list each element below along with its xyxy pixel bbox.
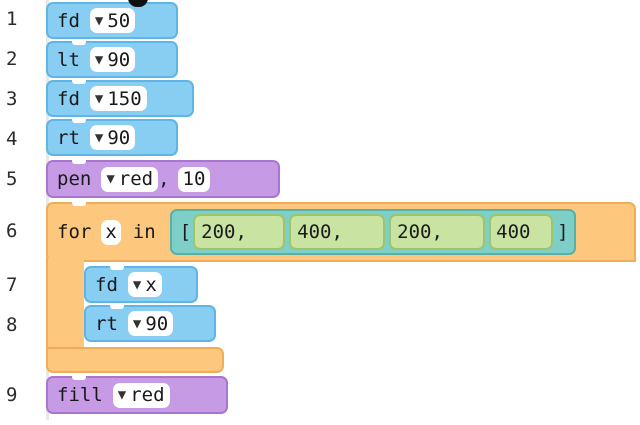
list-item[interactable]: 400, — [289, 214, 386, 250]
command-keyword: fill — [57, 384, 103, 406]
block-notch — [110, 305, 124, 309]
command-keyword: fd — [57, 87, 80, 110]
value-dropdown[interactable]: ▼ 150 — [89, 86, 147, 111]
block-notch — [110, 266, 124, 270]
line-number: 5 — [6, 168, 18, 190]
in-keyword: in — [132, 221, 156, 243]
command-keyword: rt — [57, 126, 80, 149]
value-text[interactable]: 90 — [107, 48, 131, 71]
fill-block[interactable]: fill ▼ red — [46, 376, 228, 414]
block-notch — [72, 80, 86, 84]
list-literal[interactable]: [ 200, 400, 200, 400 ] — [169, 209, 576, 255]
dropdown-arrow-icon[interactable]: ▼ — [132, 315, 142, 332]
dropdown-arrow-icon[interactable]: ▼ — [132, 276, 142, 293]
dropdown-arrow-icon[interactable]: ▼ — [94, 90, 104, 107]
block-notch — [72, 202, 86, 206]
list-close-bracket: ] — [557, 221, 569, 243]
command-keyword: fd — [57, 9, 80, 32]
value-dropdown[interactable]: ▼ 90 — [89, 125, 136, 150]
list-open-bracket: [ — [179, 221, 192, 243]
value-text[interactable]: 90 — [145, 312, 169, 335]
separator: , — [158, 168, 170, 190]
line-number: 4 — [6, 128, 18, 150]
value-text[interactable]: 150 — [107, 87, 142, 110]
line-number: 7 — [6, 274, 18, 296]
block-notch — [72, 376, 86, 380]
loop-variable[interactable]: x — [101, 219, 121, 245]
list-item[interactable]: 400 — [489, 214, 554, 250]
rt-block[interactable]: rt ▼ 90 — [84, 305, 216, 342]
dropdown-arrow-icon[interactable]: ▼ — [94, 51, 104, 68]
for-block-footer — [46, 347, 224, 373]
pen-block[interactable]: pen ▼ red , 10 — [46, 160, 280, 198]
line-number: 1 — [6, 8, 18, 30]
dropdown-arrow-icon[interactable]: ▼ — [106, 171, 115, 187]
line-number: 3 — [6, 88, 18, 110]
line-number: 6 — [6, 220, 18, 242]
fd-block[interactable]: fd ▼ x — [84, 266, 198, 303]
for-block-arm — [46, 258, 84, 354]
line-number: 2 — [6, 48, 18, 70]
value-text[interactable]: 90 — [107, 126, 131, 149]
value-dropdown[interactable]: ▼ 90 — [89, 47, 136, 72]
value-text[interactable]: 50 — [107, 9, 131, 32]
line-number: 9 — [6, 384, 18, 406]
block-notch — [72, 160, 86, 164]
color-dropdown[interactable]: ▼ red — [112, 382, 170, 408]
line-number: 8 — [6, 314, 18, 336]
value-text[interactable]: x — [145, 273, 157, 296]
command-keyword: fd — [95, 273, 118, 296]
block-notch — [72, 119, 86, 123]
for-block-header[interactable]: for x in [ 200, 400, 200, 400 ] — [46, 202, 636, 262]
list-item[interactable]: 200, — [193, 214, 286, 250]
value-dropdown[interactable]: ▼ 90 — [127, 311, 174, 336]
value-dropdown[interactable]: ▼ x — [127, 272, 162, 297]
command-keyword: pen — [57, 168, 92, 190]
value-dropdown[interactable]: ▼ 50 — [89, 8, 136, 33]
width-input[interactable]: 10 — [177, 166, 211, 192]
lt-block[interactable]: lt ▼ 90 — [46, 41, 178, 78]
block-notch — [72, 41, 86, 45]
block-hat-mark — [128, 0, 148, 7]
line-number-gutter: 1 2 3 4 5 6 7 8 9 — [0, 0, 44, 425]
fd-block[interactable]: fd ▼ 50 — [46, 0, 178, 39]
command-keyword: lt — [57, 48, 80, 71]
value-text[interactable]: red — [118, 168, 154, 190]
list-item[interactable]: 200, — [389, 214, 486, 250]
dropdown-arrow-icon[interactable]: ▼ — [94, 129, 104, 146]
color-dropdown[interactable]: ▼ red — [101, 166, 159, 192]
value-text[interactable]: red — [130, 384, 165, 406]
dropdown-arrow-icon[interactable]: ▼ — [117, 387, 127, 403]
rt-block[interactable]: rt ▼ 90 — [46, 119, 178, 156]
for-keyword: for — [57, 221, 92, 243]
fd-block[interactable]: fd ▼ 150 — [46, 80, 194, 117]
command-keyword: rt — [95, 312, 118, 335]
dropdown-arrow-icon[interactable]: ▼ — [94, 12, 104, 29]
